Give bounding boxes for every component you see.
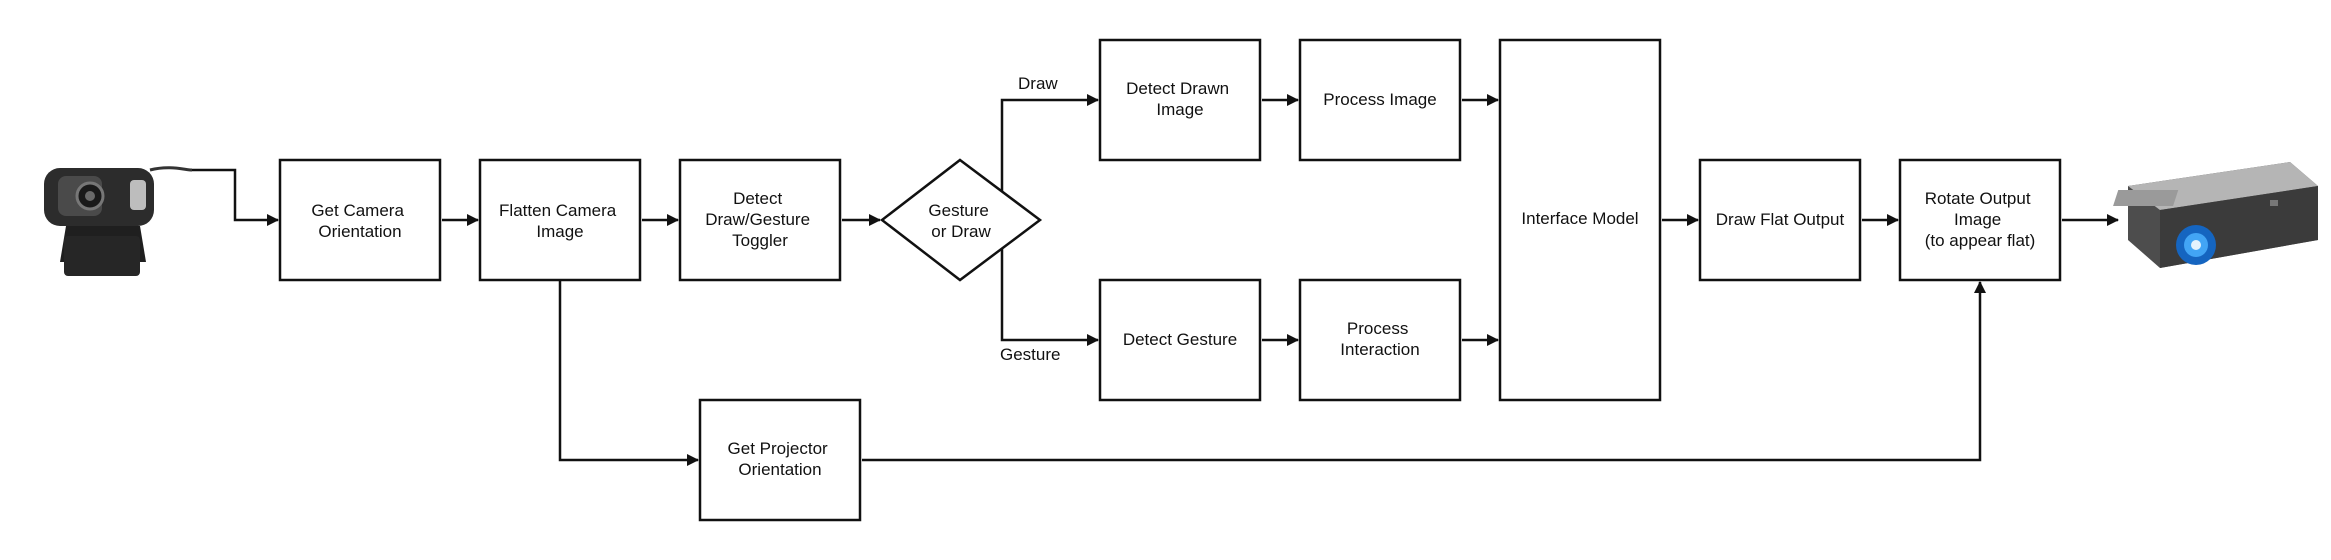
node-label-line: Image — [1156, 100, 1203, 119]
webcam-icon — [44, 166, 193, 276]
svg-text:Gesture or Draw: Gesture or Draw — [928, 201, 993, 241]
svg-text:Detect Gesture: Detect Gesture — [1123, 330, 1237, 349]
node-label-line: or Draw — [931, 222, 991, 241]
node-label-line: Interaction — [1340, 340, 1419, 359]
svg-text:Get Camera Orientation: Get Camera Orientation — [311, 201, 408, 241]
node-process-interaction: Process Interaction — [1298, 278, 1462, 402]
node-label-line: Get Projector — [728, 439, 828, 458]
node-rotate-output-image: Rotate Output Image (to appear flat) — [1898, 158, 2062, 282]
edge-decision-draw — [1000, 94, 1099, 192]
edge-label-gesture: Gesture — [1000, 345, 1060, 364]
edge-flatten-to-get-projector-orientation — [558, 280, 699, 466]
edge-get-projector-orientation-to-rotate — [862, 281, 1986, 462]
node-label-line: Gesture — [928, 201, 988, 220]
svg-text:Draw Flat Output: Draw Flat Output — [1716, 210, 1845, 229]
node-label-line: Detect — [733, 189, 782, 208]
node-label-line: Detect Drawn — [1126, 79, 1229, 98]
svg-text:Detect Drawn Image: Detect Drawn Image — [1126, 79, 1234, 119]
node-label-line: Flatten Camera — [499, 201, 617, 220]
svg-text:Process Interaction: Process Interaction — [1340, 319, 1419, 359]
node-get-projector-orientation: Get Projector Orientation — [698, 398, 862, 522]
node-label-line: Interface Model — [1521, 209, 1638, 228]
svg-text:Interface Model: Interface Model — [1521, 209, 1638, 228]
svg-text:Flatten Camera Image: Flatten Camera Image — [499, 201, 621, 241]
node-draw-flat-output: Draw Flat Output — [1698, 158, 1862, 282]
node-interface-model: Interface Model — [1498, 38, 1662, 402]
projector-icon — [2113, 162, 2318, 268]
node-label-line: Process Image — [1323, 90, 1436, 109]
node-label-line: Process — [1347, 319, 1408, 338]
node-flatten-camera-image: Flatten Camera Image — [478, 158, 642, 282]
edges — [192, 94, 2119, 466]
node-label-line: Rotate Output — [1925, 189, 2031, 208]
edge-decision-gesture — [1000, 248, 1099, 346]
node-label-line: Orientation — [738, 460, 821, 479]
node-label-line: Draw/Gesture — [705, 210, 810, 229]
svg-text:Rotate Output Image: Rotate Output Image (to appear flat) — [1925, 189, 2036, 250]
node-label-line: Image — [1954, 210, 2001, 229]
edge-camera-to-get-camera-orientation — [192, 168, 279, 226]
node-process-image: Process Image — [1298, 38, 1462, 162]
svg-text:Get Projector Orientatio: Get Projector Orientation — [728, 439, 833, 479]
node-gesture-or-draw: Gesture or Draw — [879, 158, 1043, 282]
node-get-camera-orientation: Get Camera Orientation — [278, 158, 442, 282]
node-label-line: (to appear flat) — [1925, 231, 2036, 250]
node-label-line: Toggler — [732, 231, 788, 250]
node-label-line: Orientation — [318, 222, 401, 241]
node-label-line: Get Camera — [311, 201, 404, 220]
node-label-line: Detect Gesture — [1123, 330, 1237, 349]
edge-label-draw: Draw — [1018, 74, 1058, 93]
node-detect-drawn-image: Detect Drawn Image — [1098, 38, 1262, 162]
node-detect-toggler: Detect Draw/Gesture Toggler — [678, 158, 842, 282]
node-detect-gesture: Detect Gesture — [1098, 278, 1262, 402]
svg-text:Process Image: Process Image — [1323, 90, 1436, 109]
node-label-line: Draw Flat Output — [1716, 210, 1845, 229]
svg-text:Detect Draw/Gesture: Detect Draw/Gesture Toggler — [705, 189, 815, 250]
node-label-line: Image — [536, 222, 583, 241]
